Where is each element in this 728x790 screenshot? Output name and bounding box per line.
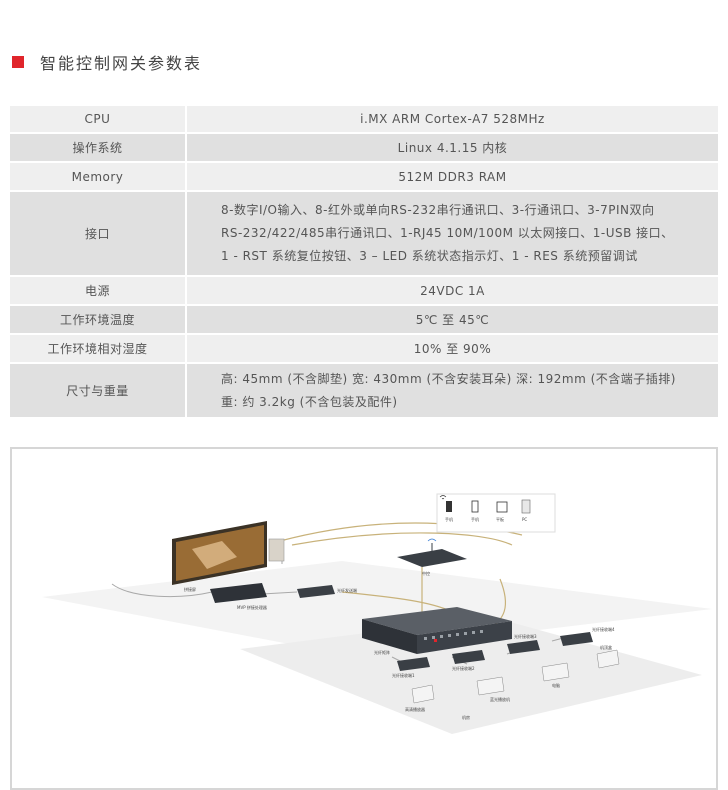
spec-value-line: RS-232/422/485串行通讯口、1-RJ45 10M/100M 以太网接… [221, 226, 674, 240]
spec-value-line: 高: 45mm (不含脚垫) 宽: 430mm (不含安装耳朵) 深: 192m… [221, 371, 676, 386]
spec-value: 5℃ 至 45℃ [186, 305, 718, 335]
matrix-top [362, 607, 512, 635]
floor-plane-machine-room [240, 617, 702, 734]
spec-row-power: 电源 24VDC 1A [10, 276, 718, 306]
bluray-icon [476, 676, 505, 696]
devices-panel [436, 493, 556, 533]
section-header: 智能控制网关参数表 [12, 50, 202, 74]
video-wall-label: 拼接屏 [184, 586, 196, 592]
device-label: PC [522, 517, 527, 522]
endpoint-label: 高清播放器 [405, 706, 425, 712]
processor-icon [210, 583, 267, 603]
matrix-front [362, 619, 417, 654]
spec-label: 接口 [10, 191, 187, 277]
endpoint-label: 蓝光播放机 [490, 696, 510, 702]
spec-value: i.MX ARM Cortex-A7 528MHz [186, 106, 718, 134]
spec-row-temperature: 工作环境温度 5℃ 至 45℃ [10, 305, 718, 335]
receiver-label: 光纤接收端3 [514, 633, 537, 639]
tablet-icon [496, 501, 508, 513]
spec-label: 电源 [10, 276, 187, 306]
spec-label: 工作环境相对湿度 [10, 334, 187, 364]
spec-row-humidity: 工作环境相对湿度 10% 至 90% [10, 334, 718, 364]
transmitter-icon [297, 585, 335, 598]
endpoint-label: 电脑 [552, 682, 560, 688]
settop-icon [596, 649, 620, 669]
router-icon [397, 549, 467, 567]
receiver-icon [397, 657, 430, 671]
topology-svg: 手机 手机 平板 PC 中控 拼接屏 MVP 拼接处理器 光纤发送端 [42, 493, 712, 734]
receiver-icon [507, 640, 540, 654]
matrix-label: 光纤矩阵 [374, 649, 390, 655]
matrix-side [417, 621, 512, 654]
receiver-icon [452, 650, 485, 664]
spec-value: Linux 4.1.15 内核 [186, 133, 718, 163]
spec-label: 尺寸与重量 [10, 363, 187, 419]
pc-icon [521, 499, 531, 514]
spec-label: Memory [10, 162, 187, 192]
spec-value: 512M DDR3 RAM [186, 162, 718, 192]
router-label: 中控 [422, 570, 430, 576]
receiver-label: 光纤接收端2 [452, 665, 475, 671]
device-label: 手机 [471, 516, 479, 522]
section-title: 智能控制网关参数表 [40, 54, 203, 73]
processor-label: MVP 拼接处理器 [237, 604, 267, 610]
spec-value: 高: 45mm (不含脚垫) 宽: 430mm (不含安装耳朵) 深: 192m… [186, 363, 718, 419]
phone-icon [446, 501, 452, 512]
spec-row-cpu: CPU i.MX ARM Cortex-A7 528MHz [10, 106, 718, 134]
spec-label: CPU [10, 106, 187, 134]
system-topology-diagram: 手机 手机 平板 PC 中控 拼接屏 MVP 拼接处理器 光纤发送端 [10, 447, 718, 790]
endpoint-label: 机顶盒 [600, 644, 612, 650]
device-label: 手机 [445, 516, 453, 522]
receiver-icon [560, 632, 593, 646]
matrix-ports [424, 630, 483, 640]
spec-value-line: 8-数字I/O输入、8-红外或单向RS-232串行通讯口、3-行通讯口、3-7P… [221, 203, 655, 217]
spec-row-interfaces: 接口 8-数字I/O输入、8-红外或单向RS-232串行通讯口、3-行通讯口、3… [10, 191, 718, 277]
spec-value: 10% 至 90% [186, 334, 718, 364]
spec-row-memory: Memory 512M DDR3 RAM [10, 162, 718, 192]
section-marker [12, 56, 24, 68]
speaker-icon [268, 538, 285, 562]
spec-value: 24VDC 1A [186, 276, 718, 306]
computer-icon [541, 662, 570, 682]
floor-plane-upper [42, 561, 712, 654]
spec-row-size-weight: 尺寸与重量 高: 45mm (不含脚垫) 宽: 430mm (不含安装耳朵) 深… [10, 363, 718, 419]
receiver-label: 光纤接收端4 [592, 626, 615, 632]
spec-value-line: 重: 约 3.2kg (不含包装及配件) [221, 394, 398, 409]
spec-label: 工作环境温度 [10, 305, 187, 335]
spec-table: CPU i.MX ARM Cortex-A7 528MHz 操作系统 Linux… [10, 106, 718, 419]
spec-value: 8-数字I/O输入、8-红外或单向RS-232串行通讯口、3-行通讯口、3-7P… [186, 191, 718, 277]
device-label: 平板 [496, 516, 504, 522]
spec-row-os: 操作系统 Linux 4.1.15 内核 [10, 133, 718, 163]
wifi-icon [439, 495, 447, 500]
spec-value-line: 1 - RST 系统复位按钮、3 – LED 系统状态指示灯、1 - RES 系… [221, 249, 638, 263]
player-icon [411, 684, 435, 704]
phone-icon [471, 500, 479, 513]
machine-room-label: 机房 [462, 714, 470, 720]
transmitter-label: 光纤发送端 [337, 587, 357, 593]
receiver-label: 光纤接收端1 [392, 672, 415, 678]
spec-label: 操作系统 [10, 133, 187, 163]
